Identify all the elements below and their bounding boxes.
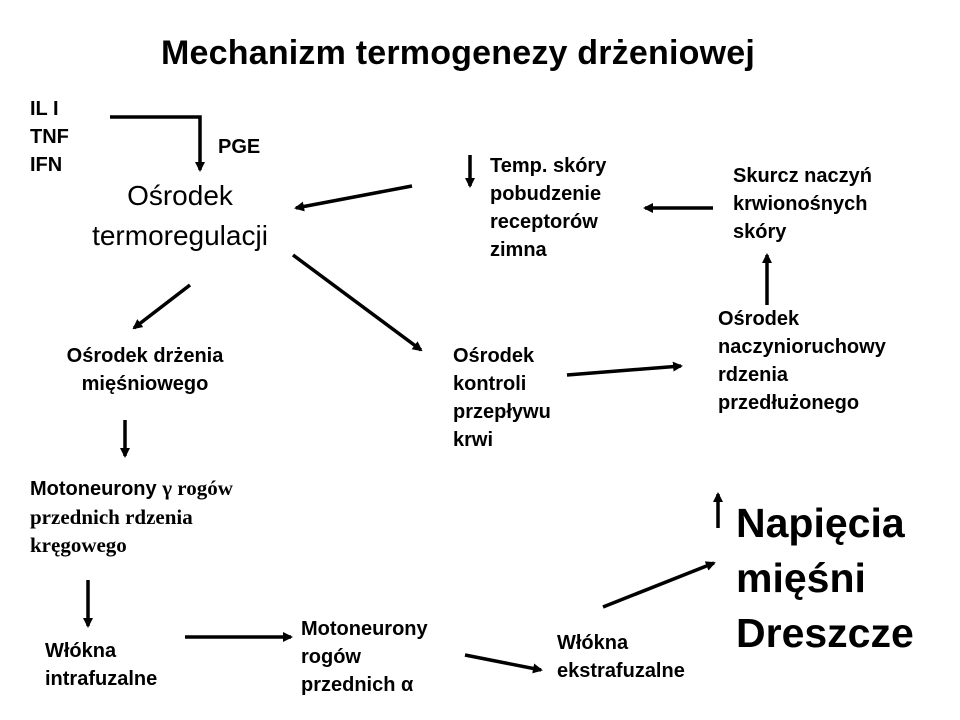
line: ekstrafuzalne xyxy=(557,660,685,682)
node-cytokines: IL I TNF IFN xyxy=(30,95,69,179)
line: mięśniowego xyxy=(81,373,209,395)
line: Ośrodek xyxy=(453,345,535,367)
arrow-center-to-shivering xyxy=(132,283,192,330)
line: Skurcz naczyń xyxy=(733,165,872,187)
line: zimna xyxy=(490,239,547,261)
line: pobudzenie xyxy=(490,183,602,205)
line: przednich rdzenia xyxy=(30,505,193,529)
line: rdzenia xyxy=(718,364,789,386)
node-skin-temp: Temp. skóry pobudzenie receptorów zimna xyxy=(490,152,606,264)
line: receptorów xyxy=(490,211,598,233)
line: kręgowego xyxy=(30,533,127,557)
arrow-cytokines-to-center xyxy=(110,115,205,172)
node-intrafusal-fibers: Włókna intrafuzalne xyxy=(45,637,157,693)
label-tnf: TNF xyxy=(30,126,69,148)
node-alpha-motoneurons: Motoneurony rogów przednich α xyxy=(301,615,428,699)
arrow-bloodflow-to-vasomotor xyxy=(566,361,683,377)
line: Temp. skóry xyxy=(490,155,607,177)
line: Napięcia xyxy=(736,500,905,546)
line: Ośrodek drżenia xyxy=(66,345,224,367)
arrow-center-to-bloodflow xyxy=(291,253,423,352)
line: termoregulacji xyxy=(92,220,268,251)
label-pge: PGE xyxy=(218,136,261,158)
line: krwi xyxy=(453,429,494,451)
arrow-alpha-to-extrafusal xyxy=(464,653,543,674)
label-ifn: IFN xyxy=(30,154,63,176)
node-result: Napięcia mięśni Dreszcze xyxy=(736,496,914,661)
node-thermoregulation-center: Ośrodek termoregulacji xyxy=(70,176,290,256)
line: mięśni xyxy=(736,555,866,601)
line: Włókna xyxy=(45,640,117,662)
line: Włókna xyxy=(557,632,629,654)
line: krwionośnych xyxy=(733,193,868,215)
node-vasoconstriction: Skurcz naczyń krwionośnych skóry xyxy=(733,162,872,246)
node-blood-flow-center: Ośrodek kontroli przepływu krwi xyxy=(453,342,551,454)
line: Motoneurony xyxy=(301,618,428,640)
line: γ rogów xyxy=(162,476,233,500)
line: przepływu xyxy=(453,401,551,423)
line: Motoneurony xyxy=(30,478,157,500)
node-vasomotor-center: Ośrodek naczynioruchowy rdzenia przedłuż… xyxy=(718,305,886,417)
node-gamma-motoneurons: Motoneurony γ rogów przednich rdzenia kr… xyxy=(30,474,233,559)
line: naczynioruchowy xyxy=(718,336,886,358)
arrow-extrafusal-to-result xyxy=(602,561,716,609)
node-shivering-center: Ośrodek drżenia mięśniowego xyxy=(40,342,250,398)
arrow-skin-to-center xyxy=(294,184,413,212)
line: skóry xyxy=(733,221,787,243)
line: przedłużonego xyxy=(718,392,860,414)
line: intrafuzalne xyxy=(45,668,158,690)
line: kontroli xyxy=(453,373,527,395)
node-extrafusal-fibers: Włókna ekstrafuzalne xyxy=(557,629,685,685)
line: Dreszcze xyxy=(736,610,914,656)
line: Ośrodek xyxy=(718,308,800,330)
line: przednich α xyxy=(301,674,414,696)
line: rogów xyxy=(301,646,361,668)
line: Ośrodek xyxy=(127,180,233,211)
diagram-title: Mechanizm termogenezy drżeniowej xyxy=(161,34,755,72)
label-il1: IL I xyxy=(30,98,59,120)
